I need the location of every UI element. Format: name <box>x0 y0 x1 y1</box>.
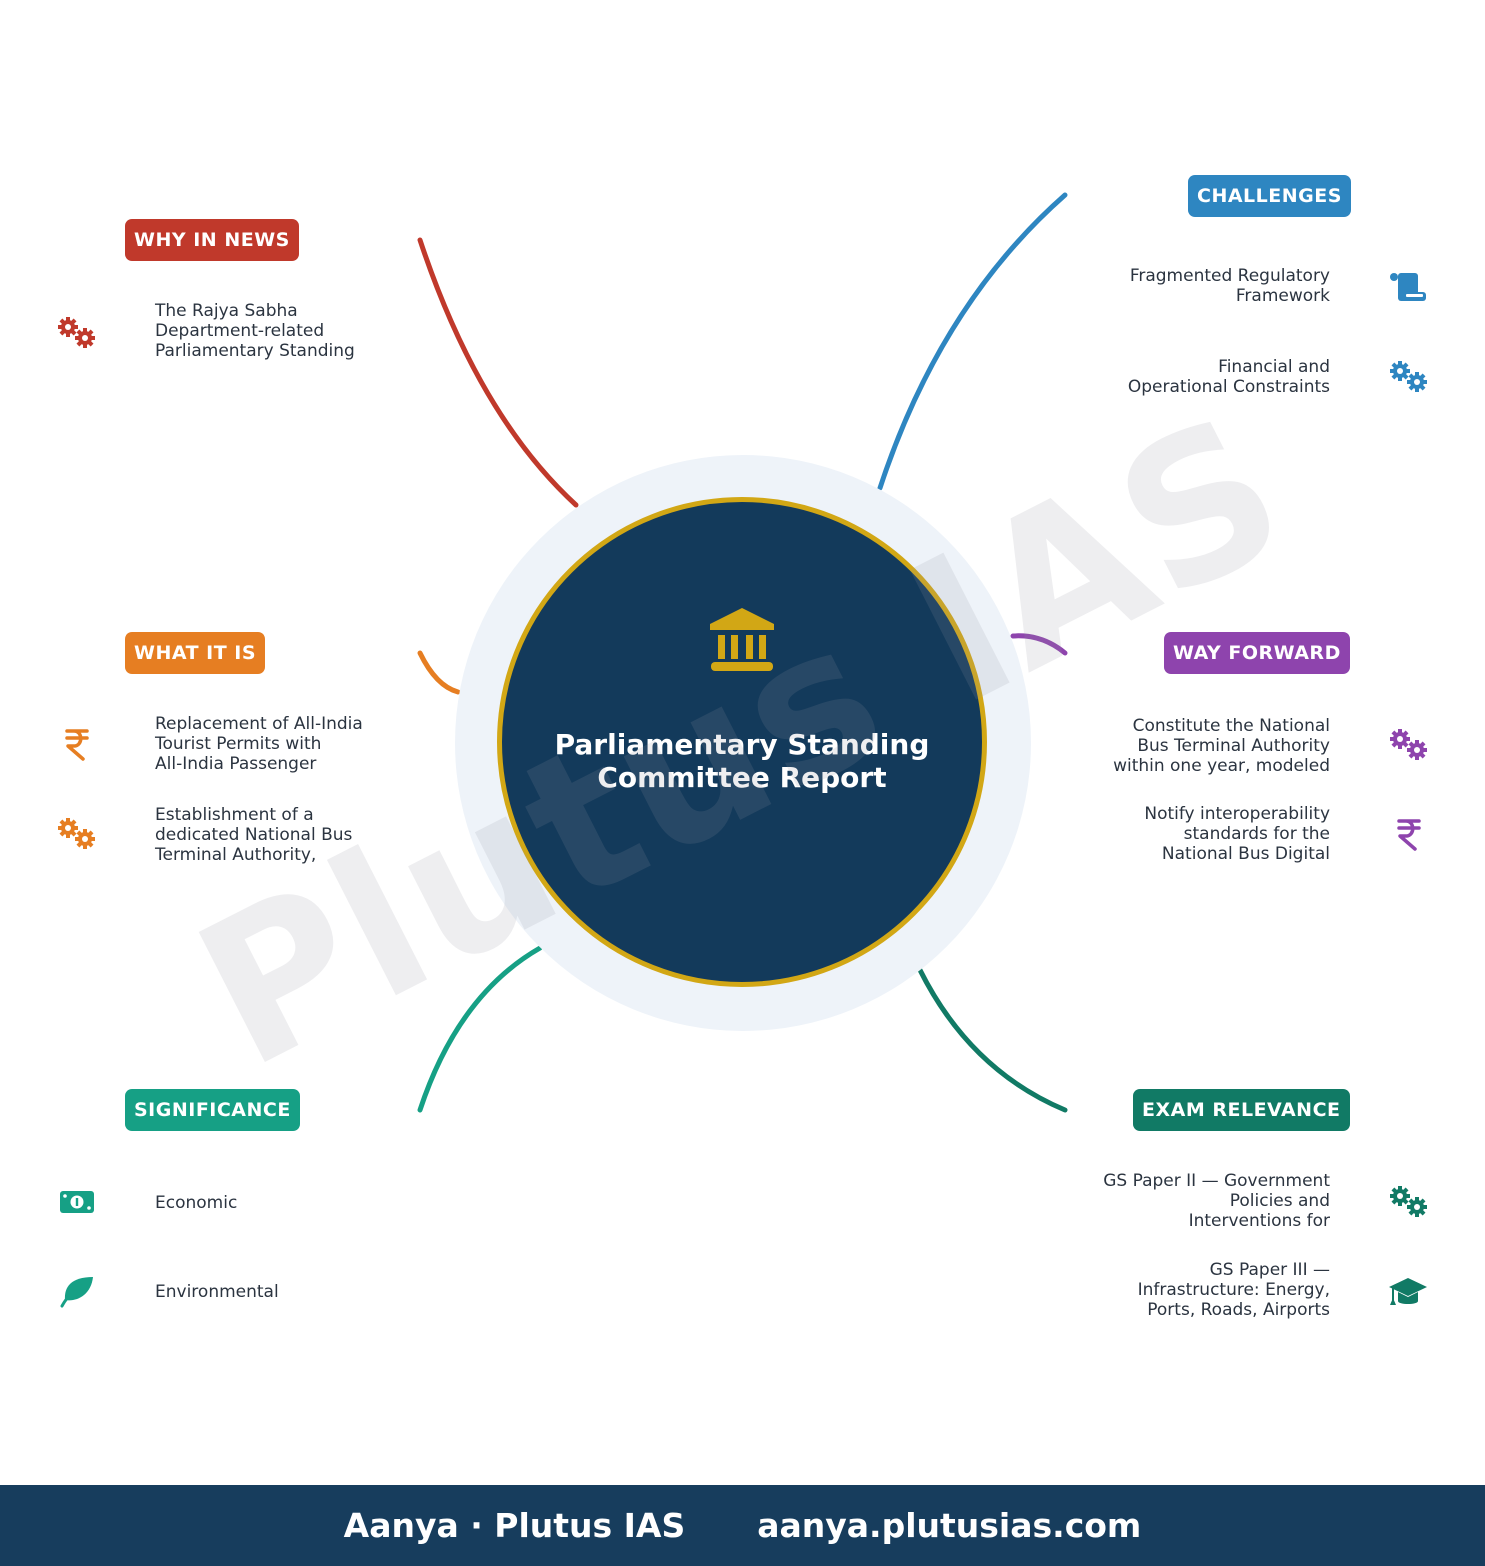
footer-brand: Aanya · Plutus IAS <box>343 1506 686 1545</box>
gears-icon <box>1390 729 1427 760</box>
badge-why-in-news: WHY IN NEWS <box>125 219 299 261</box>
connector-exam-relevance <box>917 967 1068 1113</box>
connector-what-it-is <box>417 650 461 695</box>
gears-icon <box>1390 1186 1427 1217</box>
footer-url[interactable]: aanya.plutusias.com <box>757 1506 1142 1545</box>
leaf-icon <box>60 1277 93 1308</box>
hub-circle <box>497 497 987 987</box>
rupee-icon <box>1397 819 1421 851</box>
exam-relevance-item-1: GS Paper II — Government Policies and In… <box>1103 1171 1330 1231</box>
exam-relevance-item-2: GS Paper III — Infrastructure: Energy, P… <box>1137 1260 1330 1320</box>
challenges-item-2: Financial and Operational Constraints <box>1127 357 1330 397</box>
footer-bar: Aanya · Plutus IAS aanya.plutusias.com <box>0 1485 1485 1566</box>
bank-icon <box>710 608 774 671</box>
connector-significance <box>417 945 543 1113</box>
badge-challenges: CHALLENGES <box>1188 175 1351 217</box>
challenges-item-1: Fragmented Regulatory Framework <box>1129 266 1330 306</box>
scroll-icon <box>1390 273 1426 301</box>
significance-item-1: Economic <box>155 1193 238 1213</box>
connector-way-forward <box>1010 633 1068 656</box>
badge-what-it-is: WHAT IT IS <box>125 632 266 674</box>
what-it-is-item-2: Establishment of a dedicated National Bu… <box>155 805 353 865</box>
connector-why-in-news <box>417 237 579 508</box>
gears-icon <box>58 818 95 849</box>
way-forward-item-2: Notify interoperability standards for th… <box>1144 804 1330 864</box>
money-icon <box>60 1191 94 1213</box>
why-in-news-item-1: The Rajya Sabha Department-related Parli… <box>155 301 355 361</box>
badge-exam-relevance: EXAM RELEVANCE <box>1133 1089 1350 1131</box>
connector-challenges <box>877 192 1068 491</box>
way-forward-item-1: Constitute the National Bus Terminal Aut… <box>1113 716 1330 776</box>
what-it-is-item-1: Replacement of All-India Tourist Permits… <box>155 714 363 774</box>
hub-title: Parliamentary Standing Committee Report <box>554 728 930 794</box>
badge-significance: SIGNIFICANCE <box>125 1089 300 1131</box>
graduation-cap-icon <box>1389 1278 1427 1305</box>
gears-icon <box>1390 361 1427 392</box>
badge-way-forward: WAY FORWARD <box>1164 632 1350 674</box>
gears-icon <box>58 317 95 348</box>
significance-item-2: Environmental <box>155 1282 279 1302</box>
rupee-icon <box>65 729 89 761</box>
